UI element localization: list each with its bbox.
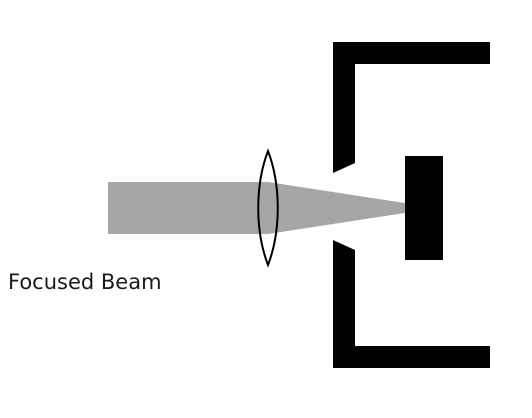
incoming-beam [108, 182, 270, 234]
converging-beam [268, 182, 405, 234]
lens [257, 148, 279, 268]
focused-beam-label: Focused Beam [8, 270, 162, 294]
target-block [405, 156, 443, 260]
housing-top-bar [333, 42, 490, 64]
housing-left-wall-lower [333, 240, 355, 368]
housing-left-wall-upper [333, 42, 355, 173]
housing-bottom-bar [333, 346, 490, 368]
